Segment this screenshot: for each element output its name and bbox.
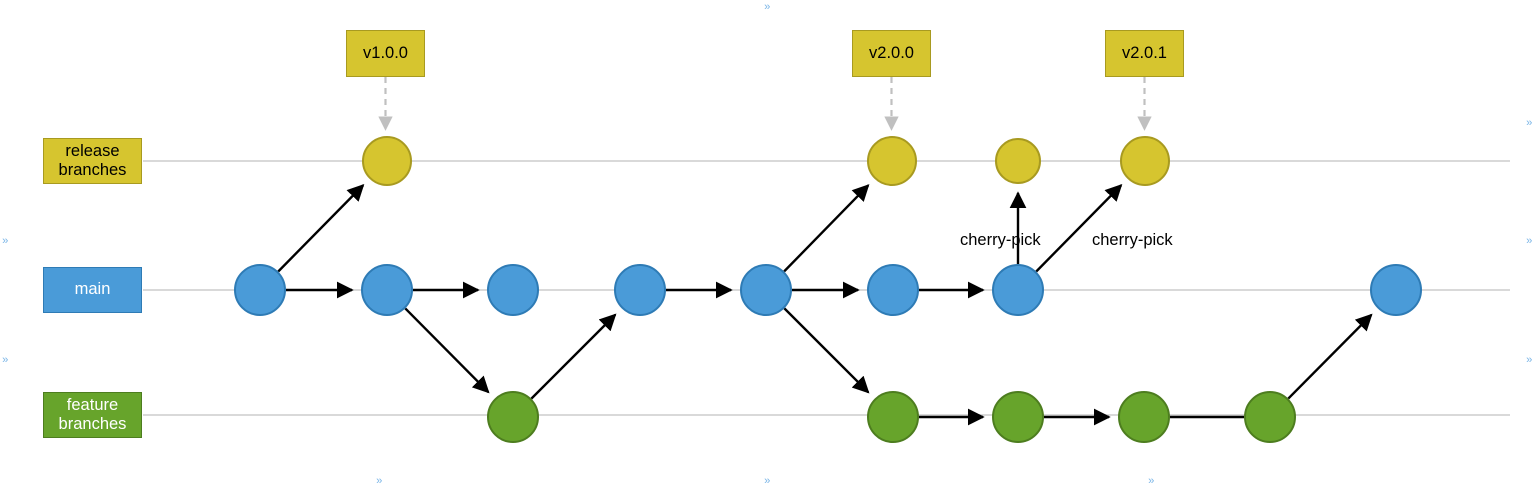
commit-node-m2[interactable]	[361, 264, 413, 316]
lane-label-release[interactable]: release branches	[43, 138, 142, 184]
corner-mark-7: »	[764, 476, 771, 486]
edge-merge-f1-to-m4	[530, 313, 617, 400]
commit-node-m6[interactable]	[867, 264, 919, 316]
edge-branch-m5-to-r2	[783, 184, 870, 273]
commit-node-r2[interactable]	[867, 136, 917, 186]
commit-node-f1[interactable]	[487, 391, 539, 443]
commit-nodes-group	[234, 136, 1422, 443]
commit-node-m7[interactable]	[992, 264, 1044, 316]
commit-node-m1[interactable]	[234, 264, 286, 316]
commit-node-f2[interactable]	[867, 391, 919, 443]
corner-mark-0: »	[764, 2, 771, 14]
lane-label-feature[interactable]: feature branches	[43, 392, 142, 438]
commit-node-m3[interactable]	[487, 264, 539, 316]
tag-box-v2.0.1[interactable]: v2.0.1	[1105, 30, 1184, 77]
tag-connectors-group	[378, 77, 1152, 131]
corner-mark-5: »	[1526, 355, 1532, 367]
lane-label-main[interactable]: main	[43, 267, 142, 313]
corner-mark-4: »	[2, 355, 9, 367]
annotation-a1: cherry-pick	[960, 231, 1041, 249]
commit-node-f3[interactable]	[992, 391, 1044, 443]
corner-mark-8: »	[1148, 476, 1155, 486]
lane-label-text-feature: feature branches	[58, 395, 127, 433]
commit-node-m5[interactable]	[740, 264, 792, 316]
annotation-a2: cherry-pick	[1092, 231, 1173, 249]
commit-node-f5[interactable]	[1244, 391, 1296, 443]
commit-node-r1[interactable]	[362, 136, 412, 186]
corner-mark-6: »	[376, 476, 383, 486]
commit-node-m8[interactable]	[1370, 264, 1422, 316]
commit-edges-group	[277, 184, 1373, 426]
edge-branch-m1-to-r1	[277, 184, 365, 273]
tag-label-v2.0.1: v2.0.1	[1122, 44, 1167, 62]
lane-label-text-main: main	[74, 280, 111, 299]
commit-node-m4[interactable]	[614, 264, 666, 316]
tag-box-v1.0.0[interactable]: v1.0.0	[346, 30, 425, 77]
tag-box-v2.0.0[interactable]: v2.0.0	[852, 30, 931, 77]
corner-mark-3: »	[1526, 236, 1532, 248]
edge-branch-m5-to-f2	[783, 307, 870, 394]
lane-label-text-release: release branches	[58, 141, 127, 179]
edge-cherry-pick-m7-to-r4	[1035, 184, 1123, 273]
commit-node-r4[interactable]	[1120, 136, 1170, 186]
tag-label-v2.0.0: v2.0.0	[869, 44, 914, 62]
commit-node-r3[interactable]	[995, 138, 1041, 184]
tag-label-v1.0.0: v1.0.0	[363, 44, 408, 62]
corner-mark-1: »	[1526, 118, 1532, 130]
corner-mark-2: »	[2, 236, 9, 248]
commit-node-f4[interactable]	[1118, 391, 1170, 443]
edge-branch-m2-to-f1	[404, 307, 490, 394]
edge-merge-f5-to-m8	[1287, 313, 1373, 400]
